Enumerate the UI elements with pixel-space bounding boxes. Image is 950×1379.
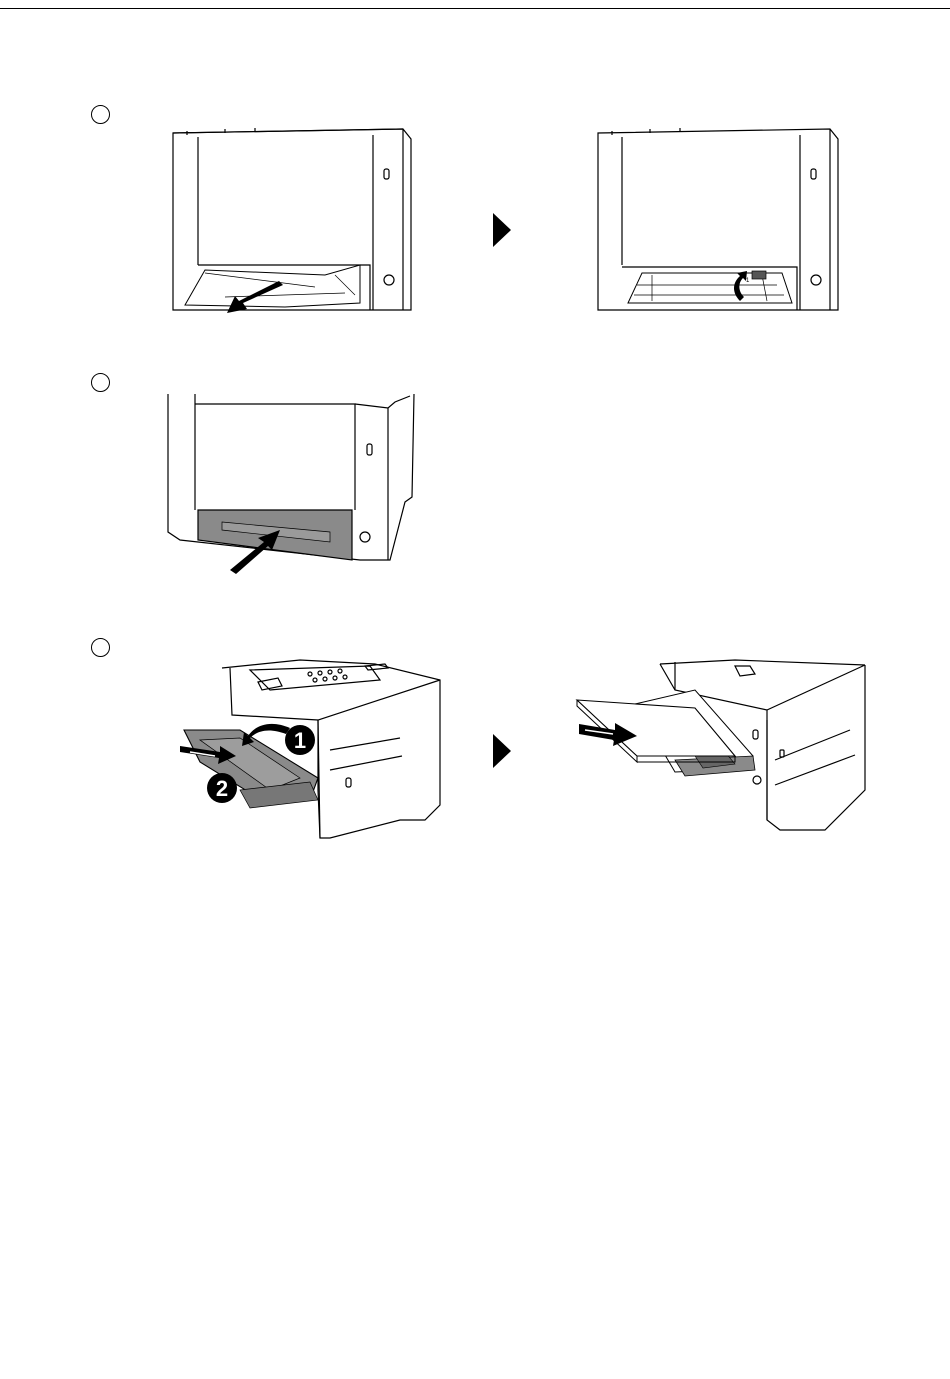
next-step-arrow-1 (493, 213, 511, 247)
callout-2: 2 (216, 776, 228, 801)
step-marker-2 (91, 373, 110, 392)
illustration-close-cassette (160, 392, 425, 572)
illustration-remove-jammed-paper (165, 125, 425, 320)
page-top-rule (0, 8, 950, 9)
next-step-arrow-2 (493, 734, 511, 768)
illustration-open-multipurpose-tray: 1 2 (170, 660, 445, 840)
callout-1: 1 (294, 728, 306, 753)
step-marker-1 (91, 105, 110, 124)
illustration-load-paper-multipurpose-tray (575, 660, 870, 840)
illustration-check-inside-feeder: 1 (592, 125, 852, 320)
step-marker-3 (91, 638, 110, 657)
